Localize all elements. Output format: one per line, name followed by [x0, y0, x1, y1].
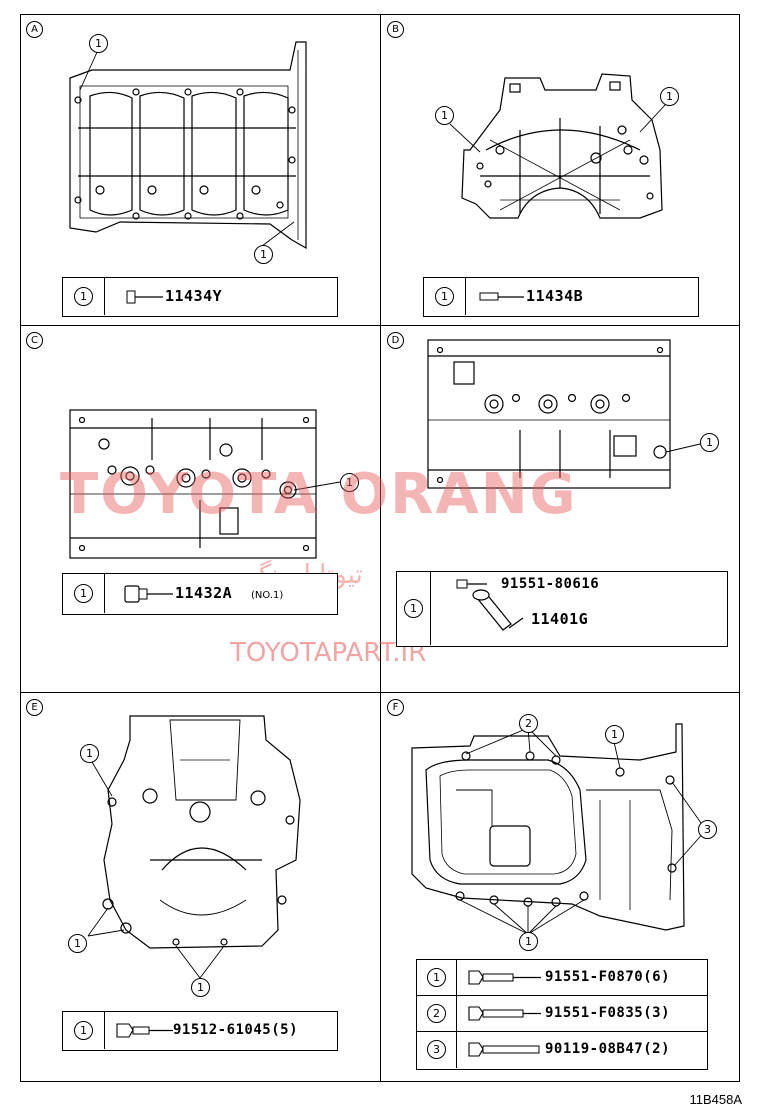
divider-row-1 [20, 325, 740, 326]
sensor-bolt-icon [456, 579, 524, 631]
part-number: 91512-61045(5) [173, 1022, 299, 1038]
panel-label-c: C [26, 332, 43, 349]
table-row: 3 90119-08B47(2) [417, 1032, 707, 1068]
index-cell: 1 [424, 278, 466, 315]
part-number-bolt: 91551-80616 [501, 576, 600, 592]
callout-f-1-bottom: 1 [519, 932, 538, 951]
index-cell: 1 [63, 278, 105, 315]
index-cell: 1 [63, 574, 105, 613]
index-number: 2 [427, 1004, 446, 1023]
table-row: 1 91512-61045(5) [63, 1012, 337, 1049]
divider-row-2 [20, 692, 740, 693]
parts-table-a: 1 11434Y [62, 277, 338, 317]
pin-icon [126, 290, 163, 304]
pin-icon [479, 292, 524, 301]
figure-code: 11B458A [689, 1092, 742, 1107]
part-note: (NO.1) [251, 590, 284, 601]
bolt-icon [468, 970, 541, 985]
panel-label-e: E [26, 699, 43, 716]
parts-table-e: 1 91512-61045(5) [62, 1011, 338, 1051]
index-number: 1 [435, 287, 454, 306]
callout-a-1: 1 [89, 34, 108, 53]
divider-vertical [380, 14, 381, 1082]
callout-b-2: 1 [660, 87, 679, 106]
parts-table-d: 1 91551-80616 11401G [396, 571, 728, 647]
part-number: 11434B [526, 287, 584, 305]
part-number-sensor: 11401G [531, 610, 589, 628]
callout-f-1-top: 1 [605, 725, 624, 744]
part-number: 91551-F0870(6) [545, 969, 671, 985]
parts-table-c: 1 11432A (NO.1) [62, 573, 338, 615]
bolt-icon [116, 1023, 173, 1038]
callout-c-1: 1 [340, 473, 359, 492]
parts-table-f: 1 91551-F0870(6) 2 91551-F0835(3) 3 9011… [416, 959, 708, 1070]
table-row: 1 11432A (NO.1) [63, 574, 337, 613]
index-cell: 3 [417, 1032, 457, 1068]
index-number: 1 [74, 1021, 93, 1040]
table-row: 1 11434B [424, 278, 698, 315]
index-number: 1 [74, 287, 93, 306]
index-number: 3 [427, 1040, 446, 1059]
watermark-site: TOYOTAPART.IR [230, 638, 427, 668]
panel-label-b: B [387, 21, 404, 38]
watermark-brand: TOYOTA ORANG [60, 462, 578, 527]
panel-label-a: A [26, 21, 43, 38]
callout-f-3: 3 [698, 820, 717, 839]
panel-label-f: F [387, 699, 404, 716]
table-row: 1 11434Y [63, 278, 337, 315]
index-number: 1 [404, 599, 423, 618]
index-cell: 1 [397, 572, 431, 645]
callout-b-1: 1 [435, 106, 454, 125]
callout-e-3: 1 [191, 978, 210, 997]
index-number: 1 [427, 968, 446, 987]
bolt-icon [468, 1006, 541, 1021]
index-cell: 2 [417, 996, 457, 1031]
callout-e-2: 1 [68, 934, 87, 953]
callout-d-1: 1 [700, 433, 719, 452]
part-number: 91551-F0835(3) [545, 1005, 671, 1021]
parts-table-b: 1 11434B [423, 277, 699, 317]
table-row: 1 91551-80616 11401G [397, 572, 727, 645]
panel-label-d: D [387, 332, 404, 349]
table-row: 1 91551-F0870(6) [417, 960, 707, 996]
callout-f-2: 2 [519, 714, 538, 733]
plug-icon [124, 585, 173, 603]
table-row: 2 91551-F0835(3) [417, 996, 707, 1032]
part-number: 11434Y [165, 287, 223, 305]
part-number: 11432A [175, 584, 233, 602]
callout-a-2: 1 [254, 245, 273, 264]
index-number: 1 [74, 584, 93, 603]
callout-e-1: 1 [80, 744, 99, 763]
index-cell: 1 [417, 960, 457, 995]
index-cell: 1 [63, 1012, 105, 1049]
part-number: 90119-08B47(2) [545, 1041, 671, 1057]
bolt-icon [468, 1042, 540, 1057]
